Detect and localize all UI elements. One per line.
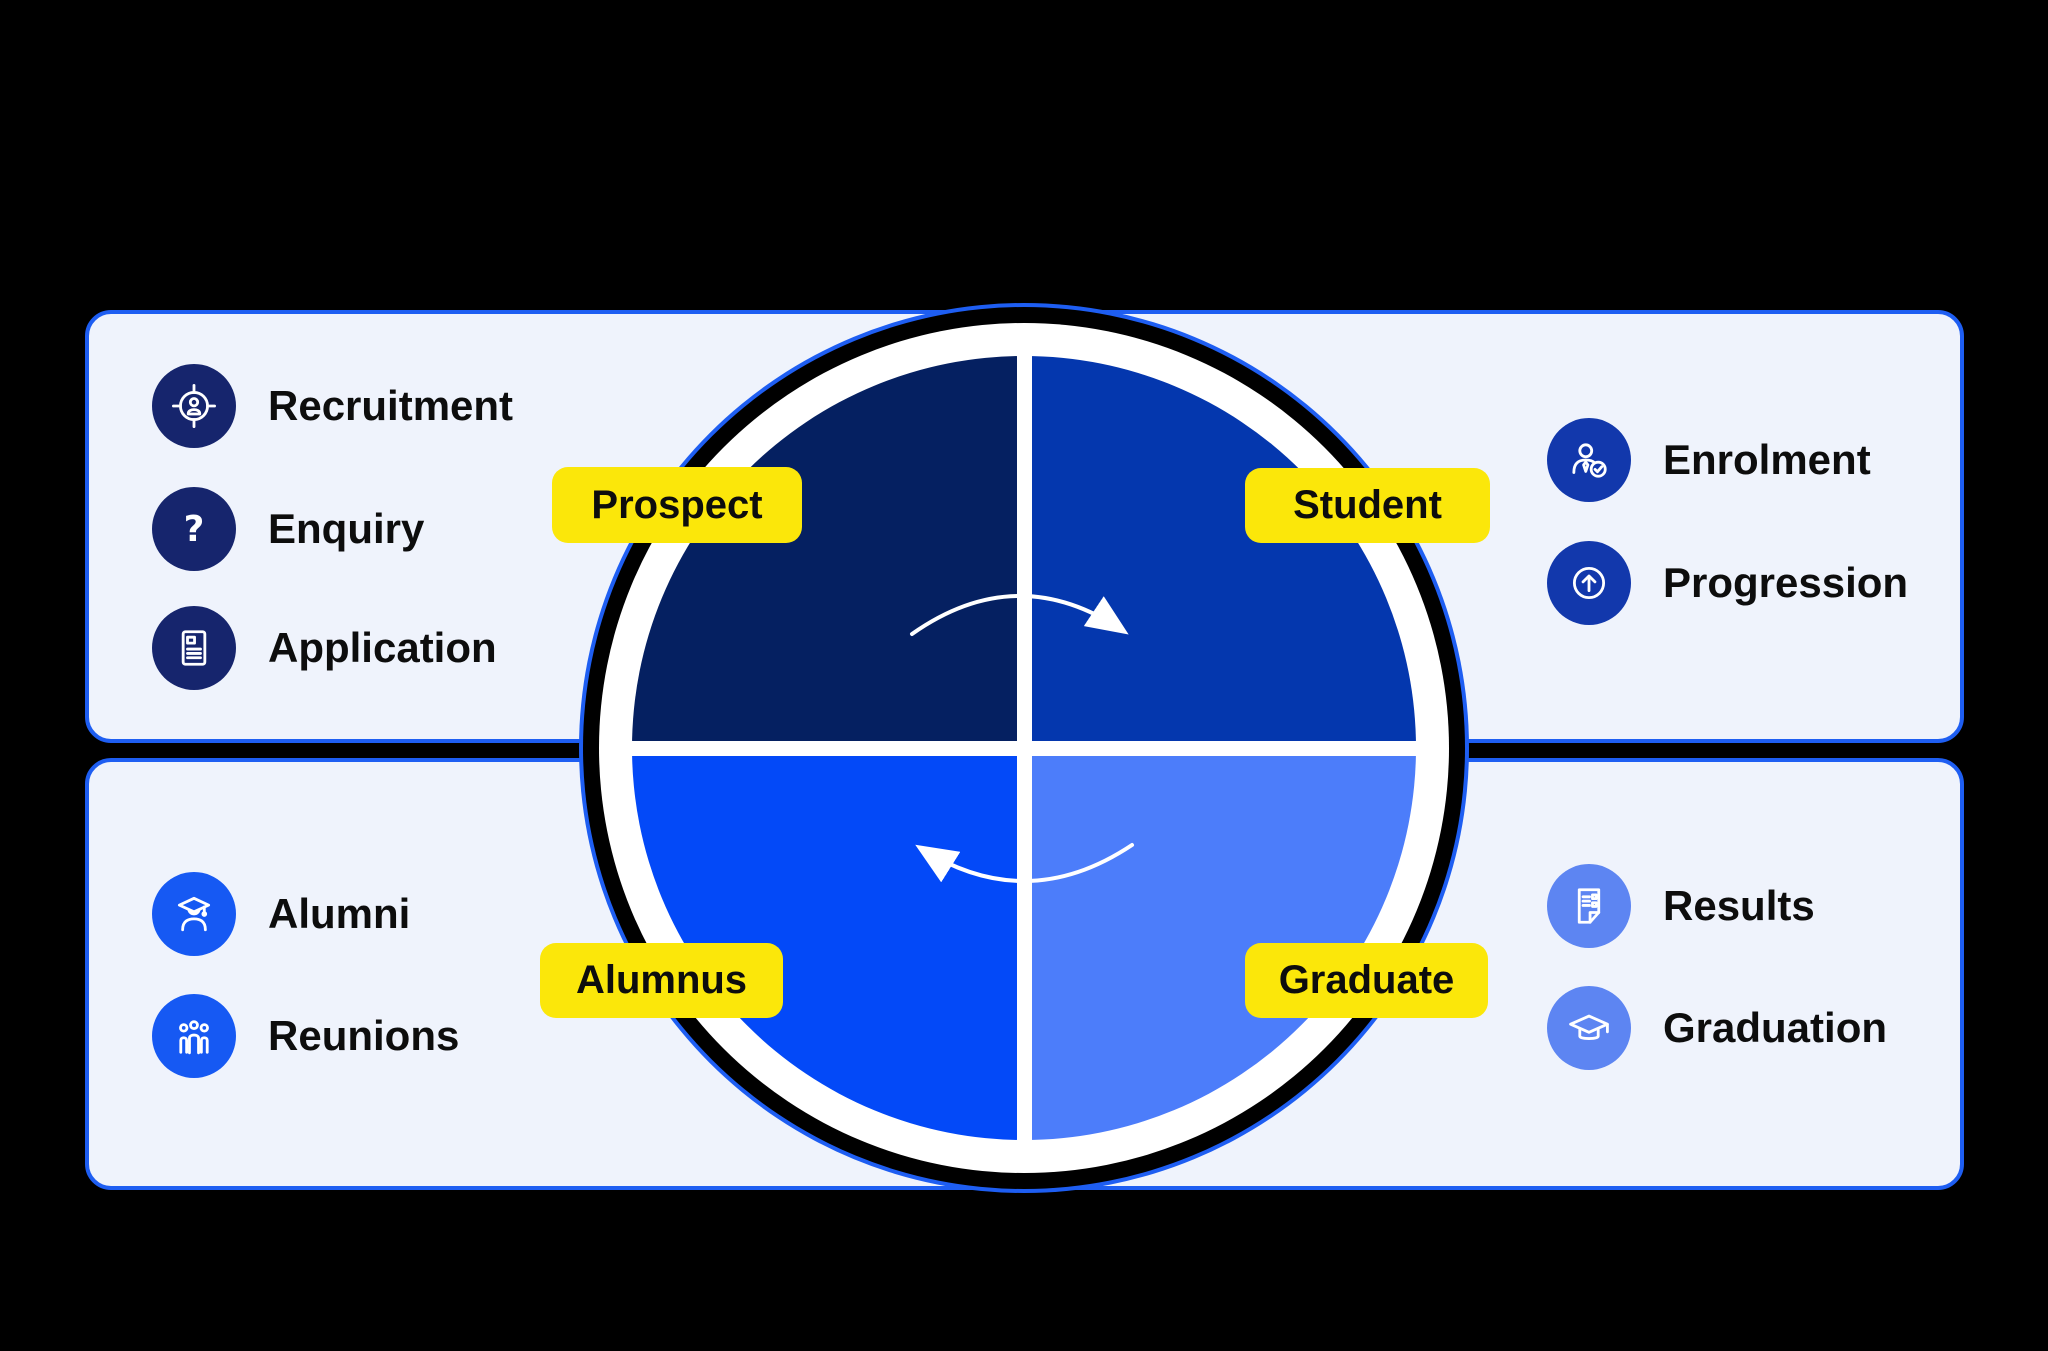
item-label: Progression — [1663, 559, 1909, 606]
item-label: Alumni — [268, 890, 411, 937]
enrolment-icon — [1547, 418, 1631, 502]
list-item-enquiry: ? Enquiry — [152, 487, 424, 571]
svg-text:?: ? — [184, 509, 205, 550]
recruitment-icon — [152, 364, 236, 448]
list-item-results: Results — [1547, 864, 1815, 948]
list-item-application: Application — [152, 606, 497, 690]
item-label: Results — [1663, 882, 1815, 929]
item-label: Reunions — [268, 1012, 460, 1059]
list-item-graduation: Graduation — [1547, 986, 1887, 1070]
reunions-icon — [152, 994, 236, 1078]
item-label: Application — [268, 624, 497, 671]
stage-label-graduate: Graduate — [1245, 943, 1488, 1018]
results-icon — [1547, 864, 1631, 948]
item-label: Enquiry — [268, 505, 425, 552]
circle-black-ring — [583, 307, 1465, 1189]
alumni-icon — [152, 872, 236, 956]
list-item-reunions: Reunions — [152, 994, 459, 1078]
list-item-progression: Progression — [1547, 541, 1908, 625]
list-item-enrolment: Enrolment — [1547, 418, 1871, 502]
enquiry-icon: ? — [152, 487, 236, 571]
stage-label-alumnus: Alumnus — [540, 943, 783, 1018]
stage-label-student: Student — [1245, 468, 1490, 543]
application-icon — [152, 606, 236, 690]
lifecycle-circle — [579, 303, 1469, 1193]
item-label: Enrolment — [1663, 436, 1871, 483]
item-label: Recruitment — [268, 382, 514, 429]
list-item-alumni: Alumni — [152, 872, 410, 956]
graduation-icon — [1547, 986, 1631, 1070]
list-item-recruitment: Recruitment — [152, 364, 513, 448]
stage-label-prospect: Prospect — [552, 467, 802, 543]
circle-white-ring — [599, 323, 1449, 1173]
progression-icon — [1547, 541, 1631, 625]
item-label: Graduation — [1663, 1004, 1888, 1051]
